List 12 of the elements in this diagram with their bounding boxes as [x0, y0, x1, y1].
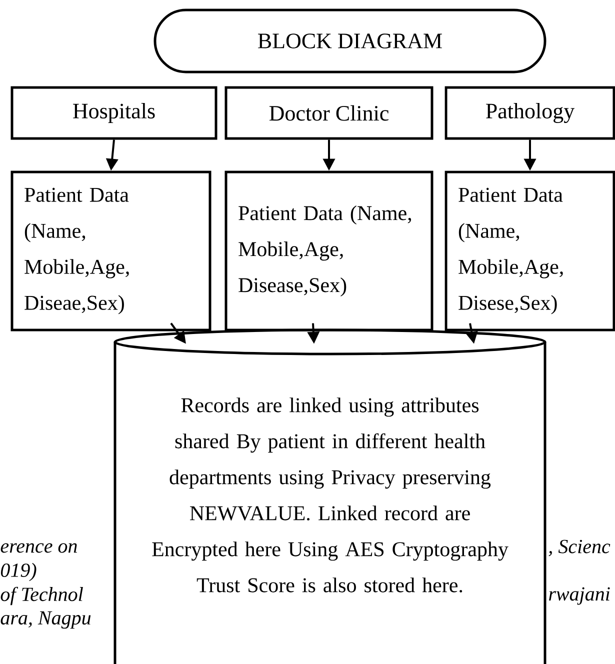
source-box: Hospitals: [10, 86, 218, 140]
page-text-fragment: 019): [0, 562, 36, 582]
page-text-fragment: of Technol: [0, 586, 83, 606]
source-box: Pathology: [444, 86, 615, 140]
page-text-fragment: ara, Nagpu: [0, 611, 91, 629]
data-box: Patient Data (Name, Mobile,Age, Diseae,Sex): [10, 170, 212, 332]
data-box: Patient Data (Name, Mobile,Age, Disease,Sex): [224, 170, 434, 332]
page-text-fragment: erence on: [0, 543, 77, 553]
node-label: Records are linked using attributes shared By patient in different health departments using Privacy preserving NEWVALUE. Linked record are Encrypted here Using AES Cryptography Trust Score is also stored here.: [152, 398, 508, 592]
source-box: Doctor Clinic: [224, 86, 434, 140]
database-cylinder: Records are linked using attributes shared By patient in different health departments using Privacy preserving NEWVALUE. Linked record are Encrypted here Using AES Cryptography Trust Score is also stored here.: [114, 328, 546, 664]
data-box: Patient Data (Name, Mobile,Age, Disese,Sex): [444, 170, 615, 332]
